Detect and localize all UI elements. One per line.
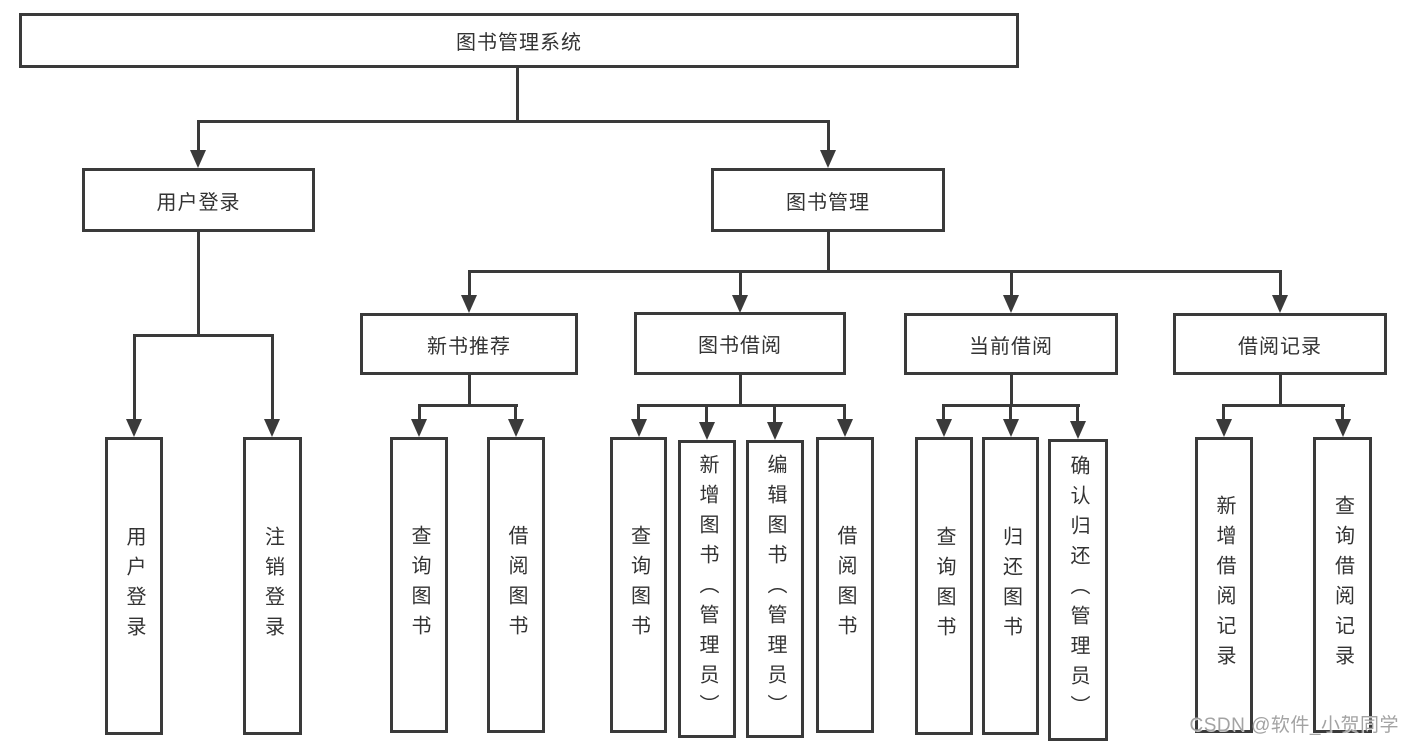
arrow-down-icon: [411, 419, 427, 437]
arrow-down-icon: [461, 295, 477, 313]
node-cb-confirm-return-admin: 确认归还（管理员）: [1048, 439, 1108, 741]
connector-rec-trunk: [468, 375, 471, 406]
node-user-login: 用户登录: [82, 168, 315, 232]
node-new-book-recommend: 新书推荐: [360, 313, 578, 375]
connector-drop-user-login: [197, 120, 200, 152]
connector-level2-rail: [197, 120, 830, 123]
connector-drop-bb-query: [637, 404, 640, 420]
node-br-query-record: 查询借阅记录: [1313, 437, 1372, 733]
connector-br-trunk: [1279, 375, 1282, 406]
arrow-down-icon: [190, 150, 206, 168]
arrow-down-icon: [508, 419, 524, 437]
arrow-down-icon: [837, 419, 853, 437]
connector-bb-trunk: [739, 375, 742, 406]
connector-drop-rec-borrow: [514, 404, 517, 420]
arrow-down-icon: [631, 419, 647, 437]
connector-cb-trunk: [1010, 375, 1013, 406]
connector-drop-bb-add: [705, 404, 708, 423]
arrow-down-icon: [936, 419, 952, 437]
connector-drop-borrow-records: [1279, 270, 1282, 297]
connector-drop-bb-edit: [773, 404, 776, 423]
connector-drop-leaf-user-login: [133, 334, 136, 419]
arrow-down-icon: [1003, 419, 1019, 437]
connector-drop-leaf-logout: [271, 334, 274, 419]
arrow-down-icon: [767, 422, 783, 440]
connector-drop-book-management: [827, 120, 830, 152]
connector-drop-current-borrow: [1010, 270, 1013, 297]
connector-level3-rail: [468, 270, 1282, 273]
connector-drop-cb-return: [1009, 404, 1012, 420]
connector-drop-br-add: [1222, 404, 1225, 420]
connector-drop-rec-query: [418, 404, 421, 420]
connector-user-login-trunk: [197, 232, 200, 335]
node-cb-return-books: 归还图书: [982, 437, 1039, 735]
connector-drop-cb-confirm: [1076, 404, 1079, 423]
node-leaf-user-login: 用户登录: [105, 437, 163, 735]
arrow-down-icon: [1335, 419, 1351, 437]
arrow-down-icon: [1070, 421, 1086, 439]
arrow-down-icon: [1003, 295, 1019, 313]
arrow-down-icon: [126, 419, 142, 437]
node-borrow-records: 借阅记录: [1173, 313, 1387, 375]
node-bb-query-books: 查询图书: [610, 437, 667, 733]
watermark-text: CSDN @软件_小贺同学: [1189, 715, 1399, 736]
connector-book-management-trunk: [827, 232, 830, 272]
node-br-add-record: 新增借阅记录: [1195, 437, 1253, 733]
connector-drop-bb-borrow: [843, 404, 846, 420]
connector-drop-book-borrow: [739, 270, 742, 297]
node-bb-edit-books-admin: 编辑图书（管理员）: [746, 440, 804, 738]
connector-drop-new-book-recommend: [468, 270, 471, 297]
arrow-down-icon: [732, 295, 748, 313]
node-library-management-system: 图书管理系统: [19, 13, 1019, 68]
node-cb-query-books: 查询图书: [915, 437, 973, 735]
arrow-down-icon: [820, 150, 836, 168]
connector-rec-rail: [418, 404, 518, 407]
connector-root-trunk: [516, 68, 519, 121]
node-book-management: 图书管理: [711, 168, 945, 232]
arrow-down-icon: [264, 419, 280, 437]
node-rec-borrow-books: 借阅图书: [487, 437, 545, 733]
node-leaf-logout: 注销登录: [243, 437, 302, 735]
arrow-down-icon: [1272, 295, 1288, 313]
node-current-borrow: 当前借阅: [904, 313, 1118, 375]
connector-br-rail: [1222, 404, 1345, 407]
arrow-down-icon: [699, 422, 715, 440]
connector-bb-rail: [637, 404, 846, 407]
connector-drop-cb-query: [942, 404, 945, 420]
node-rec-query-books: 查询图书: [390, 437, 448, 733]
connector-drop-br-query: [1341, 404, 1344, 420]
node-bb-borrow-books: 借阅图书: [816, 437, 874, 733]
node-bb-add-books-admin: 新增图书（管理员）: [678, 440, 736, 738]
connector-user-login-rail: [133, 334, 274, 337]
arrow-down-icon: [1216, 419, 1232, 437]
node-book-borrow: 图书借阅: [634, 312, 846, 375]
